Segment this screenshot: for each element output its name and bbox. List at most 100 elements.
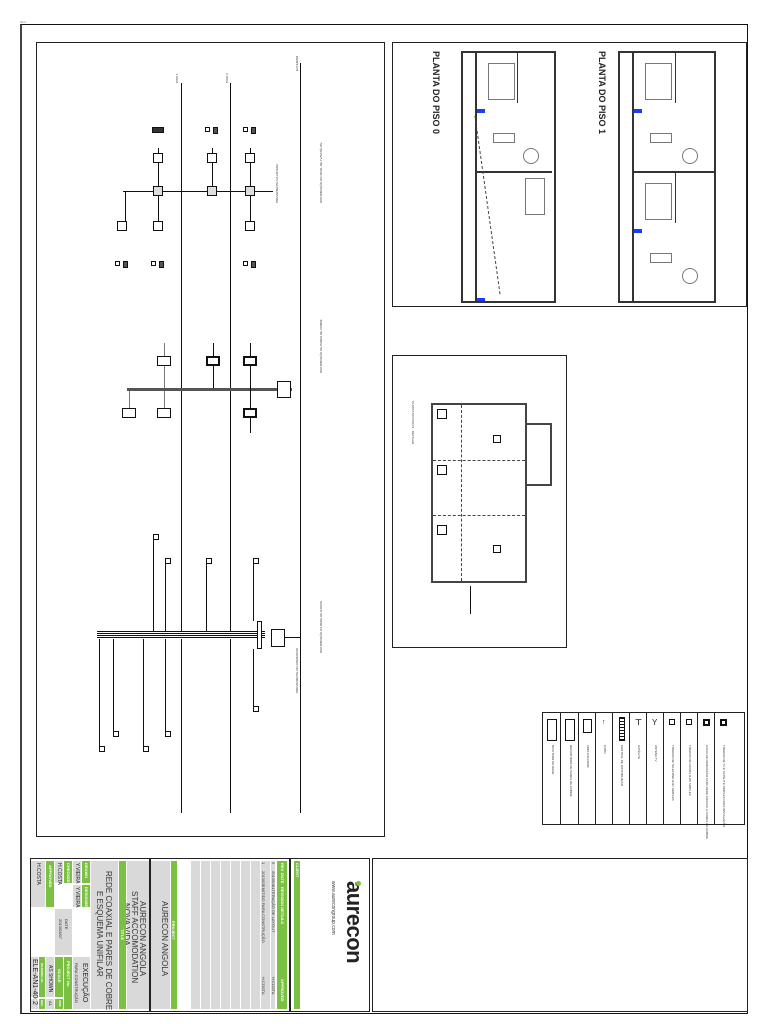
copper-riser	[250, 343, 251, 433]
sofa-icon	[650, 253, 672, 263]
data-run	[253, 561, 254, 621]
outlet-icon	[493, 435, 501, 443]
legend-item: ⊤ SATÉLITE	[630, 713, 647, 824]
tv-drop	[158, 196, 159, 224]
column-label-exterior: EXTERIOR	[295, 55, 299, 71]
bed-icon	[645, 183, 672, 220]
section-label-tv: DISTRIBUIÇÃO DO SINAL DE TV/SATÉLITE	[319, 142, 323, 203]
data-run	[99, 639, 100, 749]
legend-item: CENTRAL DE DISTRIBUIÇÃO	[613, 713, 630, 824]
fixture-icon	[437, 409, 447, 419]
status-cell: EXECUÇÃO PARA CONSTRUÇÃO	[73, 957, 90, 1009]
tv-drop	[250, 196, 251, 224]
logo-dot-icon	[356, 881, 361, 886]
sat-outlet-icon	[123, 261, 128, 268]
level-line	[181, 83, 182, 813]
tv-riser	[158, 148, 159, 186]
legend-item: Y ANTENA TV	[647, 713, 664, 824]
tap-box	[117, 221, 127, 231]
copper-junction	[157, 356, 171, 366]
incoming-label: PROVENIENTE DO OPERADOR	[295, 648, 299, 693]
tv-outlet-icon	[243, 261, 248, 266]
checked-value-cell: H.COSTA	[55, 861, 63, 885]
data-outlet-icon	[165, 558, 171, 564]
copper-junction	[243, 408, 257, 418]
legend-item: CAIXA DE DERIVAÇÃO PARA REDE COAXIAL E P…	[698, 713, 715, 839]
cable-route	[433, 515, 525, 516]
outlet-marker	[634, 109, 642, 113]
client-bar	[294, 861, 300, 1009]
bed-icon	[645, 63, 672, 100]
data-outlet-icon	[253, 706, 259, 712]
floor1-plan	[618, 51, 716, 303]
cable-route	[433, 460, 525, 461]
designed-label-cell: DESIGNED	[82, 885, 90, 908]
data-run	[165, 561, 166, 631]
revisions-block: REV DATE REVISION DETAILS APPROVED 2 201…	[150, 858, 290, 1012]
outlet-marker	[477, 109, 485, 113]
revision-rows	[191, 861, 275, 1009]
copper-distribution-box	[277, 381, 291, 398]
data-outlet-icon	[153, 534, 159, 540]
data-run	[253, 649, 254, 709]
tap-box	[153, 153, 163, 163]
fixture-icon	[437, 465, 447, 475]
antenna-feed-line	[255, 191, 273, 192]
tv-riser	[250, 148, 251, 186]
drawing-title: REDE COAXIAL E PARES DE COBRE E ESQUEMA …	[91, 861, 118, 1010]
sat-outlet-icon	[213, 127, 218, 134]
company-website[interactable]: www.aurecongroup.com	[330, 881, 336, 935]
legend-table: BASTIDOR DE REDE REPARTIDOR DE PARES DE …	[542, 712, 745, 839]
sat-outlet-icon	[251, 127, 256, 134]
data-cable-bundle	[97, 631, 265, 639]
splitter-box	[245, 186, 255, 196]
tv-branch	[125, 191, 126, 226]
scale-value-cell: AS SHOWN	[46, 957, 54, 997]
copper-junction	[157, 408, 171, 418]
size-label-cell: SIZE	[55, 999, 63, 1009]
amplifier-icon	[583, 719, 592, 733]
outlet-marker	[634, 229, 642, 233]
drawing-border	[20, 24, 748, 1014]
sat-outlet-icon	[159, 261, 164, 268]
detail-plan-panel: PLANTA DO PISO 0 - DETALHE	[392, 355, 567, 648]
copper-drop	[129, 391, 130, 416]
data-outlet-icon	[143, 746, 149, 752]
sofa-icon	[493, 133, 515, 143]
approved-label-cell: APPROVED	[46, 861, 54, 907]
rev-value-cell: 2	[31, 999, 38, 1009]
drawing-no-label-cell: DRAWING No.	[39, 957, 45, 997]
project-label-bar: PROJECT	[171, 861, 177, 1009]
section-label-copper: DISTRIBUIÇÃO DE PARES DE COBRE	[319, 319, 323, 373]
antenna-icon: Y	[652, 718, 658, 727]
company-logo: aurecon	[342, 881, 367, 964]
tv-outlet-icon	[152, 127, 164, 133]
notes-box	[372, 858, 748, 1012]
cable-route	[461, 405, 462, 581]
tv-outlet-icon	[151, 261, 156, 266]
outlet-icon	[493, 545, 501, 553]
legend-item: BASTIDOR DE REDE	[543, 713, 561, 824]
legend-item: TOMADA DE DADOS RJ45 SIMPLES	[681, 713, 698, 824]
drawing-no-value-cell: ELE-AN1-406	[31, 957, 38, 1003]
copper-bundle	[127, 388, 292, 391]
wall	[477, 171, 552, 173]
project-lines: AURECON ANGOLA STAFF ACCOMODATION NOVA V…	[122, 861, 149, 1009]
fixture-icon	[437, 525, 447, 535]
wall	[675, 173, 676, 223]
checked-label-cell: CHECKED	[64, 861, 72, 883]
scale-label-cell: SCALE	[55, 957, 63, 997]
coax-cable-icon: ↑	[602, 719, 606, 726]
schematic-panel: PISO 1 PISO 0 EXTERIOR DISTRIBUIÇÃO DO S…	[36, 42, 385, 837]
tv-trunk	[123, 191, 263, 192]
wall	[632, 53, 634, 301]
level-line	[300, 63, 301, 813]
junction-box-icon	[703, 719, 710, 726]
phone-outlet-icon	[669, 719, 675, 725]
tv-riser	[212, 148, 213, 186]
floor0-plan	[461, 51, 556, 303]
data-run	[206, 561, 207, 631]
data-outlet-icon	[99, 746, 105, 752]
feed-label: PROVENIENTE DA ANTENA	[275, 163, 279, 203]
tap-box	[245, 221, 255, 231]
